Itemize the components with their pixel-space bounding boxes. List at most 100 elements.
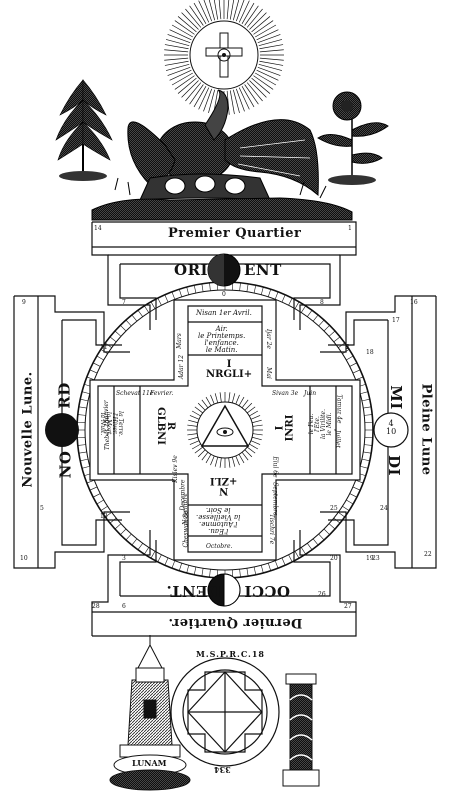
ray: [169, 69, 192, 81]
ray: [361, 458, 370, 462]
ray: [81, 391, 90, 395]
month-tamuz: Tamuz 4e: [335, 394, 343, 424]
tower-icon: [109, 635, 191, 791]
ray: [164, 294, 169, 303]
ray: [165, 63, 190, 71]
ray: [208, 0, 216, 21]
ray: [181, 12, 199, 30]
month-mars: Mars: [175, 333, 183, 349]
ray: [209, 569, 211, 578]
ray: [157, 554, 162, 563]
ray: [363, 406, 372, 409]
ray: [249, 443, 259, 450]
frame-number: 7: [122, 299, 126, 306]
frame-number: 2: [346, 344, 350, 351]
ray: [229, 0, 235, 20]
ray: [167, 34, 191, 44]
seal-circle: [170, 657, 280, 767]
frame-number: 6: [122, 603, 126, 610]
ray: [294, 551, 300, 559]
ray: [274, 291, 279, 300]
ray: [125, 533, 132, 541]
ray: [150, 301, 156, 309]
ray: [281, 294, 286, 303]
ray: [78, 451, 87, 454]
frame-number: 26: [318, 591, 326, 598]
nord-right-label: RD: [55, 382, 74, 409]
ray: [246, 568, 249, 577]
ray: [355, 479, 364, 484]
ray: [249, 80, 267, 98]
seal-bottom-label: 334: [214, 765, 231, 775]
ray: [157, 297, 162, 306]
ray: [288, 297, 293, 306]
ray: [239, 569, 241, 578]
ray: [251, 16, 271, 33]
moon-midi-icon: [373, 412, 409, 448]
ray: [78, 406, 87, 409]
ray: [150, 551, 156, 559]
ray: [318, 533, 325, 541]
ray: [81, 465, 90, 469]
ray: [231, 393, 236, 404]
ray: [171, 24, 193, 38]
ray: [210, 455, 215, 466]
month-kislev: Kislev 9e: [171, 455, 179, 483]
frame-number: 3: [122, 555, 126, 562]
arm-bottom-text: l'Eau. l'Automne. la Vieillesse. le Soir…: [196, 506, 241, 535]
ray: [92, 493, 101, 498]
ray: [258, 63, 283, 71]
ray: [244, 449, 253, 458]
ray: [218, 0, 222, 20]
ray: [253, 20, 274, 35]
ray: [89, 369, 98, 374]
ray: [260, 286, 264, 295]
ray: [338, 342, 345, 348]
ray: [181, 80, 199, 98]
frame-number: 22: [424, 551, 432, 558]
ray: [188, 419, 199, 424]
orient-right-label: ENT: [244, 261, 282, 279]
ray: [210, 394, 215, 405]
ray: [144, 305, 150, 313]
ray: [300, 547, 306, 555]
ray: [253, 566, 257, 575]
ray: [77, 414, 86, 416]
frame-number: 19: [366, 555, 374, 562]
ray: [187, 424, 198, 427]
ray: [86, 479, 95, 484]
month-elul: Elul 6e: [271, 456, 279, 478]
ray: [307, 543, 313, 550]
ray: [201, 283, 204, 292]
eye-triangle-icon: [187, 392, 263, 468]
premier-quartier-label: Premier Quartier: [168, 226, 302, 241]
month-janvier: Janvier: [102, 400, 110, 422]
ray: [177, 16, 197, 33]
ray: [109, 336, 117, 343]
ray: [333, 336, 341, 343]
ray: [92, 362, 101, 367]
ray: [178, 563, 183, 571]
ray: [244, 5, 259, 26]
month-fevrier: Fevrier.: [150, 390, 174, 397]
ray: [235, 0, 245, 22]
ray: [238, 454, 245, 464]
orient-left-label: ORI: [174, 261, 209, 279]
ray: [125, 319, 132, 327]
moon-occident-icon: [207, 573, 241, 607]
ray: [250, 415, 261, 420]
twisted-column-icon: [282, 673, 320, 787]
ray: [281, 557, 286, 566]
ray: [238, 87, 250, 110]
month-tischri: Tischri 7e: [268, 513, 276, 545]
ray: [164, 49, 189, 53]
ray: [96, 355, 104, 361]
dernier-quartier-label: Dernier Quartier.: [168, 615, 303, 630]
ray: [288, 554, 293, 563]
month-octobre: Octobre.: [206, 543, 233, 550]
ray: [197, 402, 206, 411]
ray: [171, 72, 193, 86]
ray: [193, 285, 197, 294]
ray: [360, 465, 369, 469]
ray: [167, 66, 191, 76]
